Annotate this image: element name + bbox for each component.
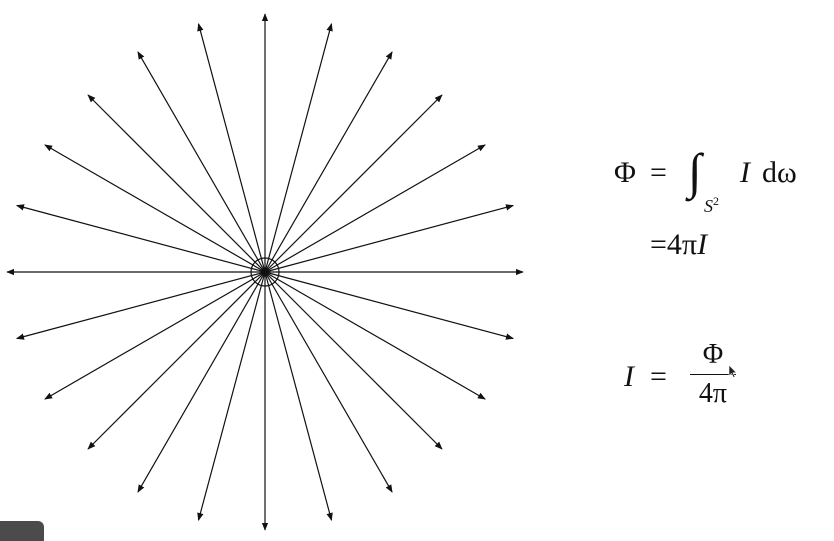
light-ray-arrow [44,144,266,273]
light-ray-arrow [264,271,514,340]
domain-exponent: 2 [713,194,719,208]
light-ray-arrow [264,94,443,273]
light-ray-arrow [264,271,443,450]
mouse-pointer-icon [728,364,738,378]
integrand-intensity: I [740,156,750,189]
intensity-symbol: I [624,360,634,393]
light-ray-arrow [137,271,266,493]
light-ray-arrow [264,271,333,521]
integral-symbol: ∫ [688,143,702,199]
light-ray-arrow [197,271,266,521]
light-ray-arrow [264,23,333,273]
light-ray-arrow [87,271,266,450]
fraction-denominator: 4π [698,378,728,409]
intensity-equals: = [650,360,667,393]
light-ray-arrow [264,144,486,273]
intensity-equation: I = Φ 4π [624,338,754,428]
result-equals: = [650,228,667,261]
source-point [261,268,269,276]
fraction-numerator: Φ [702,339,724,370]
light-ray-arrow [264,271,393,493]
domain-base: S [704,196,713,216]
light-ray-arrow [44,271,266,400]
fraction: Φ 4π [690,338,736,411]
flux-equation: Φ = ∫ S2 I dω [614,143,824,220]
result-coefficient: 4π [666,228,698,261]
equals-sign: = [650,156,667,189]
fraction-bar [690,374,736,375]
solid-angle-differential: dω [762,156,797,189]
light-ray-arrow [264,204,514,273]
video-thumbnail-corner [0,521,44,541]
light-ray-arrow [16,271,266,340]
flux-symbol: Φ [614,156,636,189]
flux-result: =4πI [650,228,707,268]
light-ray-arrow [87,94,266,273]
light-ray-arrow [264,271,486,400]
light-ray-arrow [137,51,266,273]
isotropic-point-light-diagram [6,13,524,531]
light-ray-arrow [16,204,266,273]
integral-domain: S2 [704,194,719,217]
ray-group [6,13,524,531]
result-intensity: I [697,228,708,261]
light-ray-arrow [264,51,393,273]
light-source-center [250,257,280,287]
light-ray-arrow [197,23,266,273]
source-ring [250,257,280,287]
